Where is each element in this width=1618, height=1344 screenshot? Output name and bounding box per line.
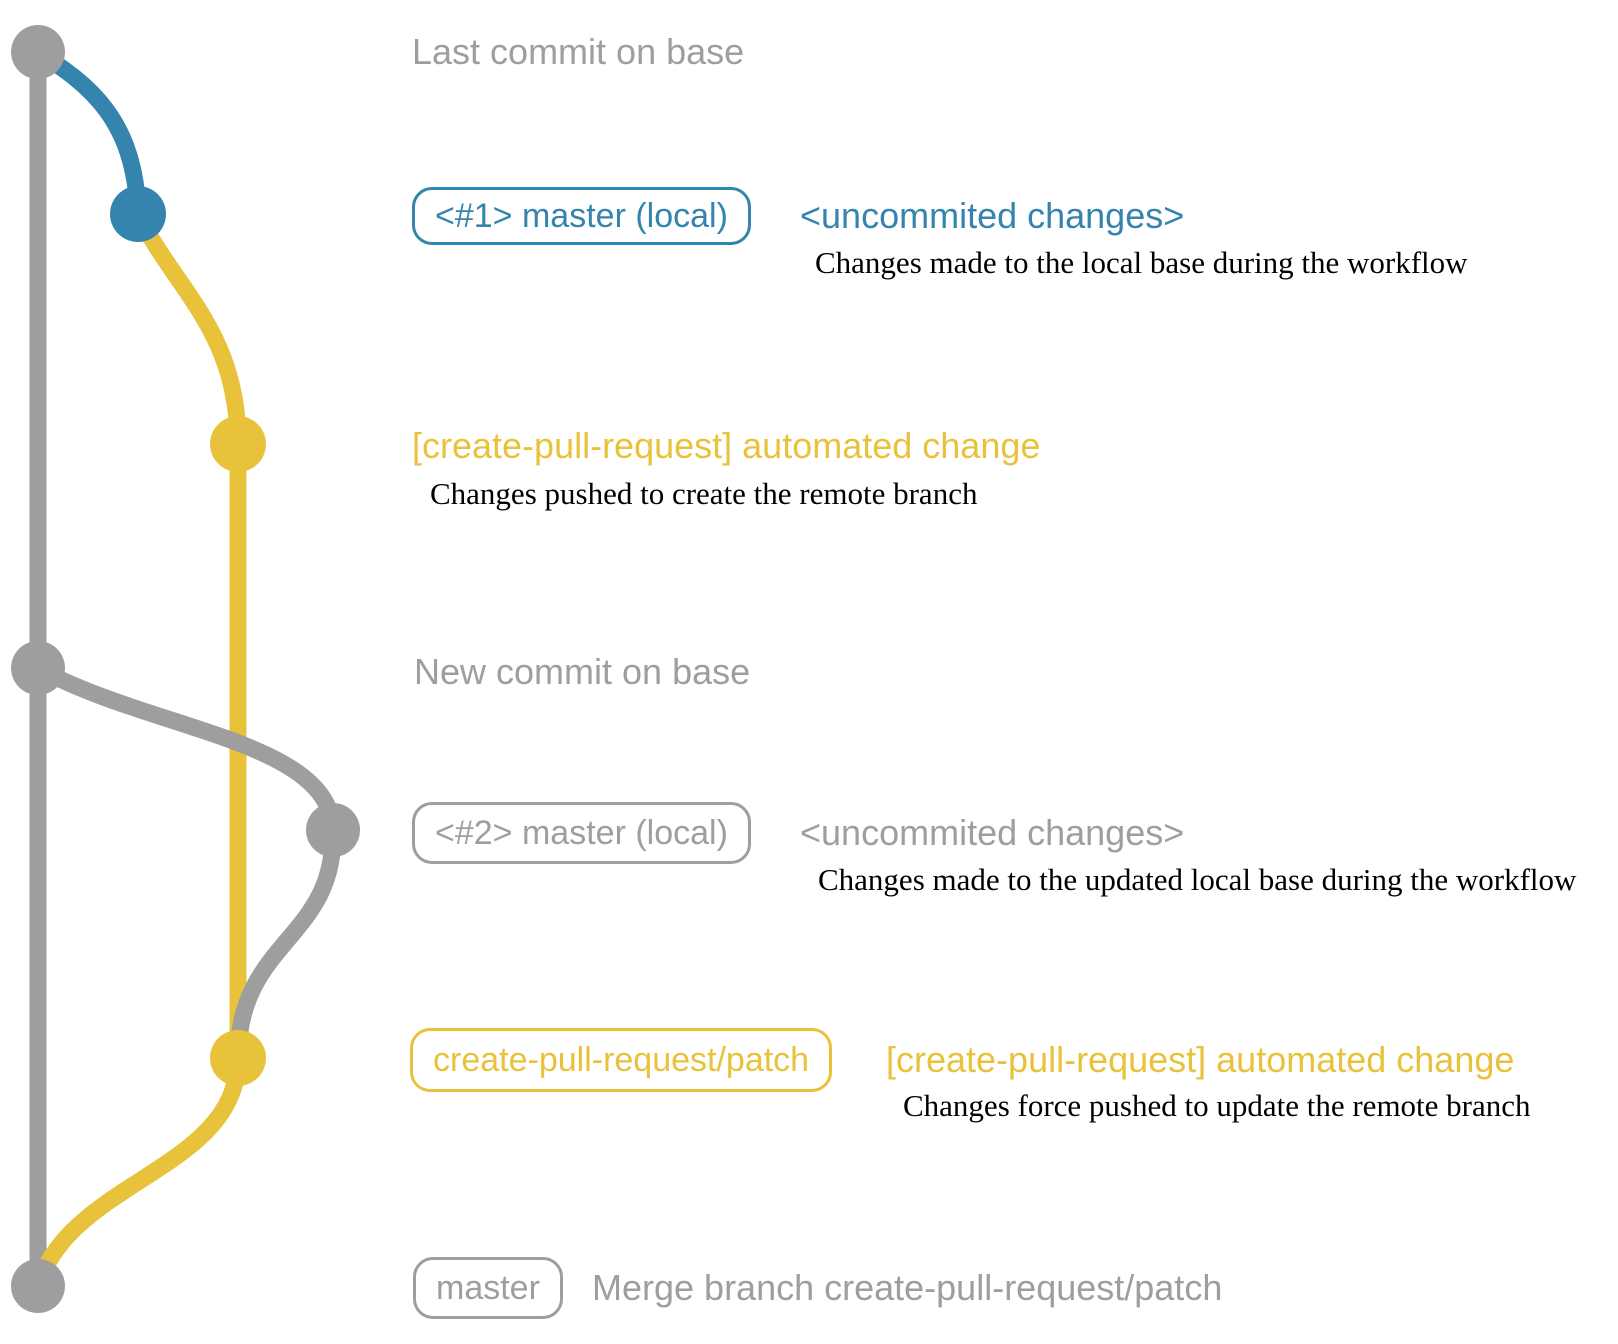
uncommitted-changes-1-desc: Changes made to the local base during th… [815, 245, 1468, 280]
master-badge: master [413, 1257, 563, 1319]
commit-node-base-2 [11, 641, 65, 695]
uncommitted-changes-2-desc: Changes made to the updated local base d… [818, 862, 1577, 897]
automated-change-2-label: [create-pull-request] automated change [886, 1039, 1515, 1080]
local-branch-1-edge [29, 43, 147, 223]
automated-change-1-label: [create-pull-request] automated change [412, 425, 1041, 466]
local-master-1-badge: <#1> master (local) [412, 187, 751, 245]
commit-node-merge [11, 1259, 65, 1313]
remote-branch-edge-1 [129, 205, 247, 453]
merge-commit-label: Merge branch create-pull-request/patch [592, 1267, 1223, 1308]
local-master-2-badge: <#2> master (local) [412, 802, 751, 864]
automated-change-1-desc: Changes pushed to create the remote bran… [430, 476, 978, 511]
new-commit-label: New commit on base [414, 651, 751, 692]
remote-branch-badge-label: create-pull-request/patch [433, 1040, 810, 1079]
commit-node-remote-2 [210, 1030, 266, 1086]
last-commit-label: Last commit on base [412, 31, 745, 72]
uncommitted-changes-2-label: <uncommited changes> [800, 812, 1185, 853]
uncommitted-changes-1-label: <uncommited changes> [800, 195, 1185, 236]
local-branch-2-push-edge [229, 821, 342, 1067]
local-branch-2-edge [29, 659, 342, 839]
commit-node-remote-1 [210, 416, 266, 472]
master-badge-label: master [436, 1268, 540, 1307]
local-master-1-badge-label: <#1> master (local) [435, 196, 728, 235]
commit-node-local-2 [306, 803, 360, 857]
commit-node-local-1 [110, 186, 166, 242]
automated-change-2-desc: Changes force pushed to update the remot… [903, 1088, 1531, 1123]
commit-node-base-1 [11, 25, 65, 79]
remote-branch-merge-edge [29, 1049, 247, 1295]
remote-branch-badge: create-pull-request/patch [410, 1028, 833, 1092]
local-master-2-badge-label: <#2> master (local) [435, 813, 728, 852]
